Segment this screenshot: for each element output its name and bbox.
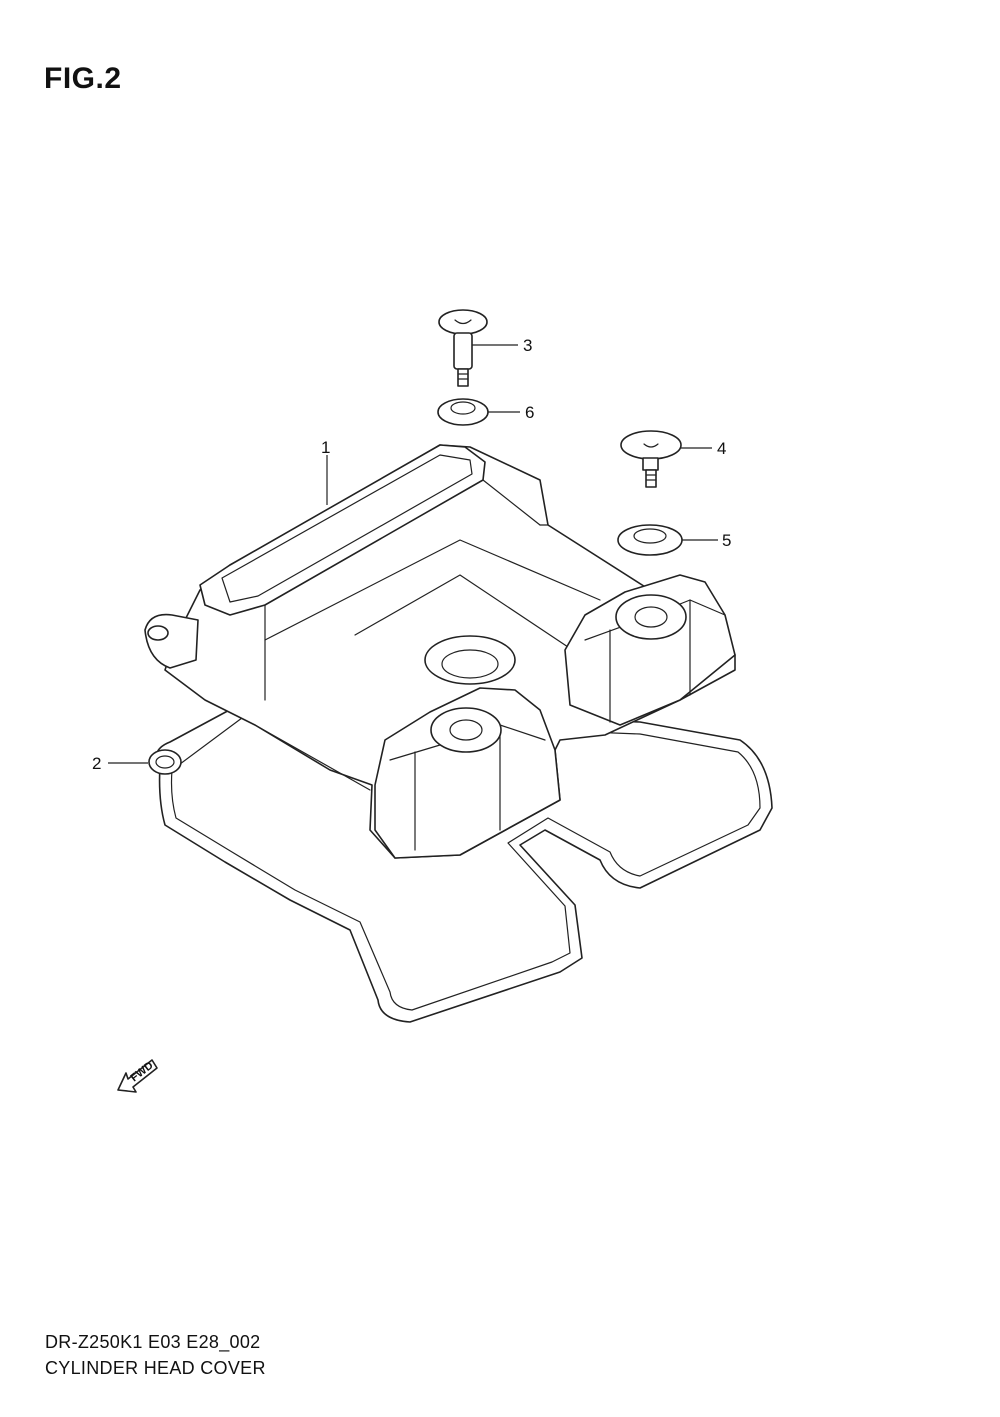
diagram-code: DR-Z250K1 E03 E28_002	[45, 1332, 261, 1352]
grommet-5	[617, 524, 683, 556]
bolt-3	[438, 309, 488, 387]
callout-6: 6	[525, 403, 534, 422]
leader-lines	[108, 344, 718, 764]
callout-2: 2	[92, 754, 101, 773]
callout-4: 4	[717, 439, 726, 458]
callout-3: 3	[523, 336, 532, 355]
diagram-name: CYLINDER HEAD COVER	[45, 1358, 266, 1378]
callout-1: 1	[321, 438, 330, 457]
figure-title: FIG.2	[44, 62, 122, 95]
fwd-arrow-icon: FWD	[117, 1059, 158, 1093]
callout-5: 5	[722, 531, 731, 550]
bolt-4	[620, 430, 682, 488]
washer-6	[437, 398, 489, 426]
cylinder-head-cover	[144, 444, 736, 859]
